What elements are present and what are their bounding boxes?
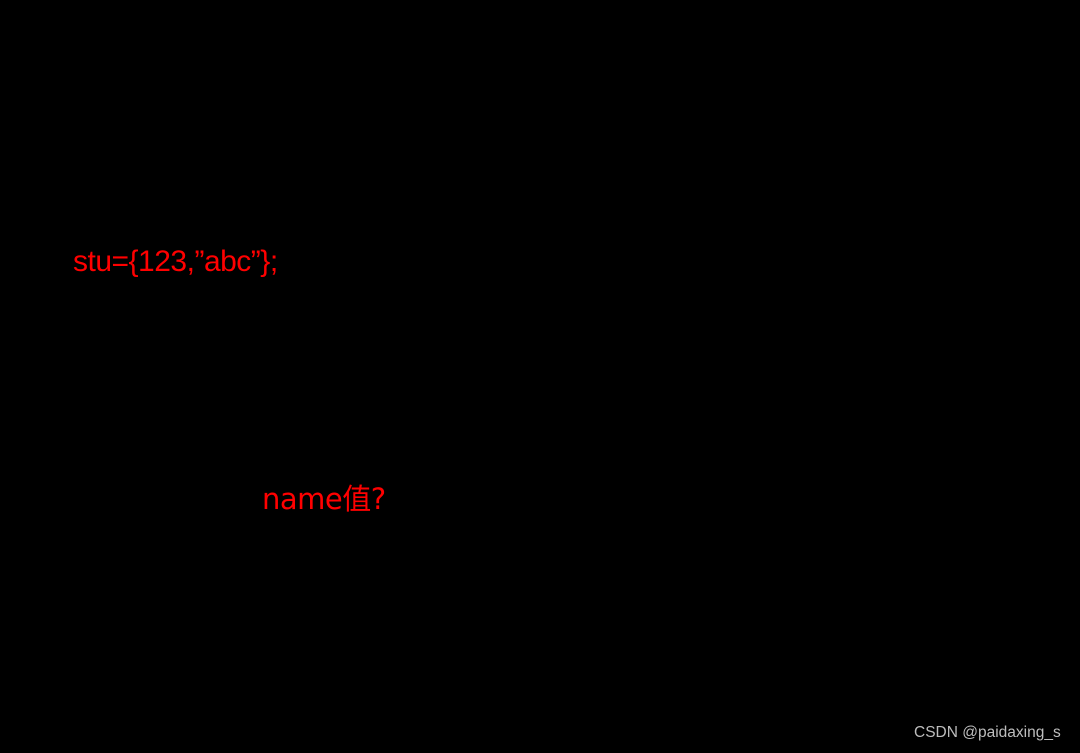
name-value-question: name值? [262,482,386,516]
struct-initializer-code: stu={123,”abc”}; [73,245,278,278]
csdn-watermark: CSDN @paidaxing_s [914,724,1061,741]
